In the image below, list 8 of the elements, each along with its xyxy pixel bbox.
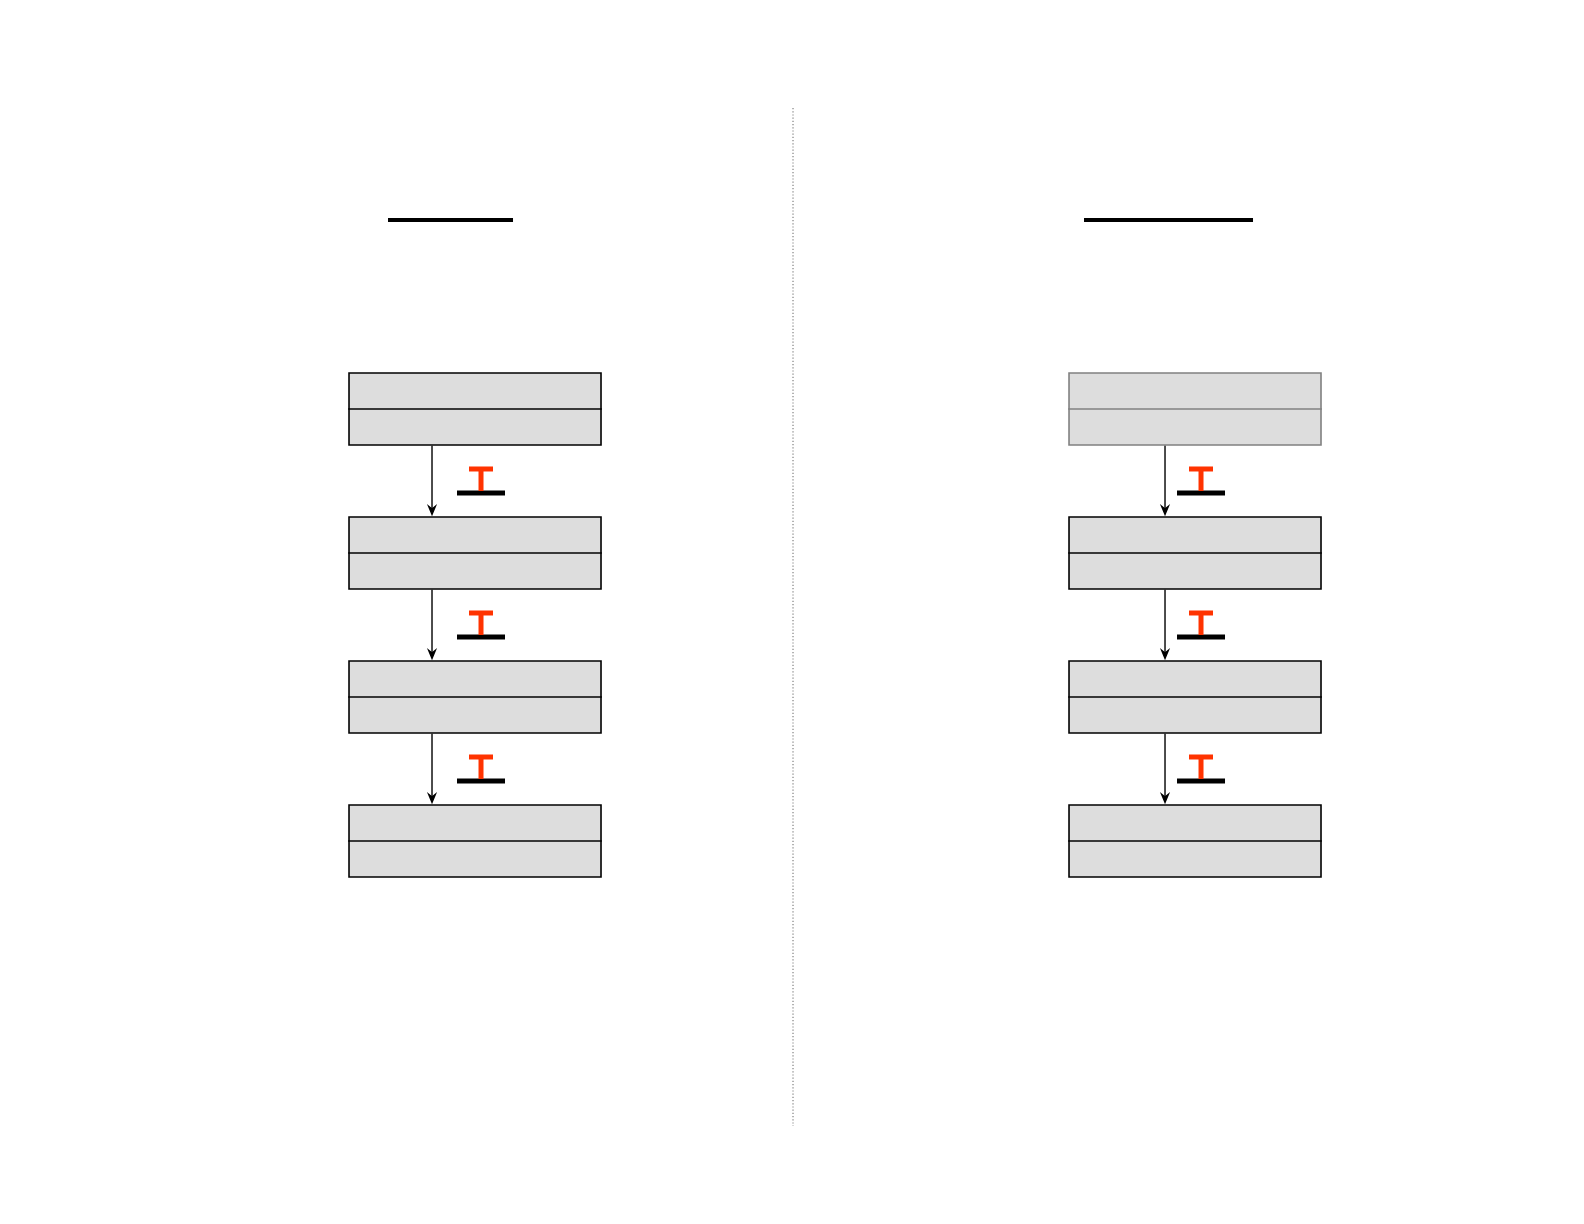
- split-box: [347, 804, 603, 878]
- split-box: [347, 516, 603, 590]
- split-box: [347, 660, 603, 734]
- split-box: [347, 372, 603, 446]
- split-box: [1067, 516, 1323, 590]
- split-box: [1067, 660, 1323, 734]
- split-box: [1067, 372, 1323, 446]
- split-box: [1067, 804, 1323, 878]
